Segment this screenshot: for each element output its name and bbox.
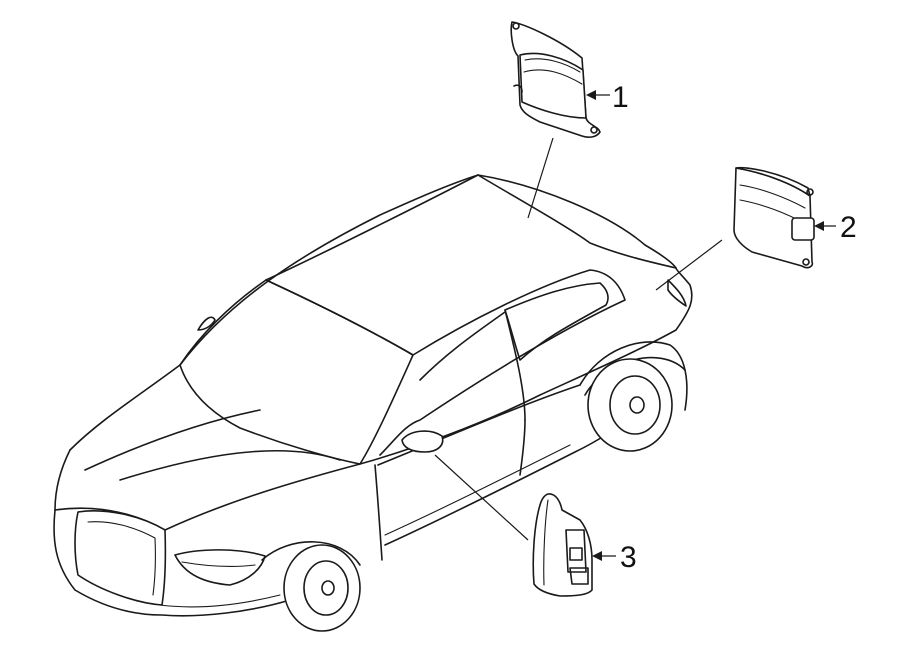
hood-line-left bbox=[84, 409, 261, 471]
side-window-frame bbox=[379, 269, 626, 456]
headlight-inner bbox=[181, 561, 256, 567]
callout-1: 1 bbox=[612, 81, 629, 114]
callout-2: 2 bbox=[840, 211, 857, 244]
windshield bbox=[179, 279, 414, 465]
callout-3: 3 bbox=[620, 541, 637, 574]
beltline bbox=[377, 384, 581, 466]
rear-wheel bbox=[584, 356, 686, 452]
roof-side-edge bbox=[265, 279, 414, 356]
front-window-line bbox=[419, 311, 506, 381]
roof-upper-line bbox=[265, 174, 479, 281]
front-bumper bbox=[53, 509, 291, 617]
front-wheel bbox=[261, 541, 361, 632]
door-line-rear bbox=[519, 419, 526, 476]
headlight bbox=[174, 549, 266, 586]
part-1-control-module bbox=[510, 21, 610, 219]
tail-light bbox=[667, 279, 687, 307]
side-mirror bbox=[401, 430, 444, 453]
antenna bbox=[197, 316, 216, 331]
car-body-side bbox=[359, 267, 693, 465]
car-roof bbox=[179, 174, 677, 366]
roof-rear-edge bbox=[477, 174, 677, 269]
b-pillar bbox=[504, 309, 526, 421]
hood-crease bbox=[164, 463, 361, 531]
sill-crease bbox=[384, 444, 571, 536]
hood-line-center bbox=[119, 449, 341, 481]
rear-window bbox=[504, 282, 609, 361]
bumper-lower bbox=[159, 594, 281, 608]
car-illustration bbox=[53, 174, 693, 632]
part-3-mirror-module bbox=[434, 454, 616, 597]
rear-quarter bbox=[579, 341, 688, 411]
car-hood bbox=[69, 364, 181, 451]
grille-inner bbox=[87, 521, 156, 596]
part-2-control-module bbox=[655, 166, 836, 291]
door-line-front bbox=[374, 464, 383, 561]
